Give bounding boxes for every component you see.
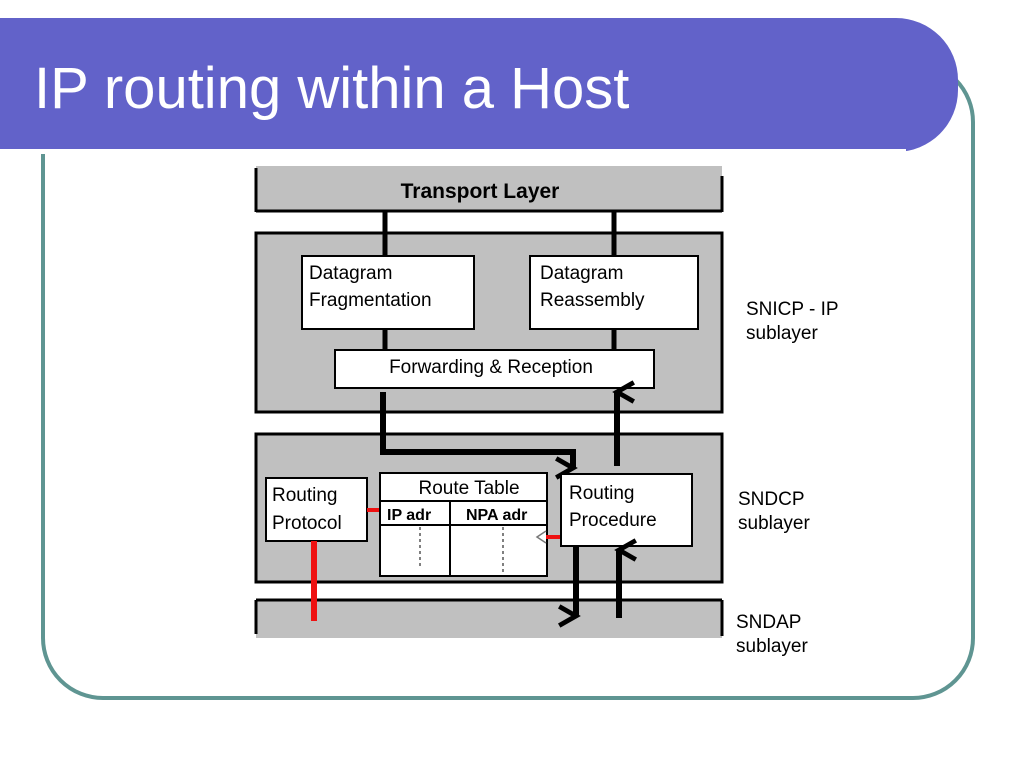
route-table-column-ip-adr: IP adr <box>387 507 431 524</box>
table-procedure-link-left-head <box>535 530 547 544</box>
datagram-fragmentation-label-line1: Datagram <box>309 263 392 284</box>
datagram-reassembly-label-line1: Datagram <box>540 263 623 284</box>
datagram-fragmentation-label-line2: Fragmentation <box>309 290 432 311</box>
title-underline <box>0 149 906 154</box>
transport-layer: Transport Layer <box>254 166 724 213</box>
sndap-sublayer-label-line2: sublayer <box>736 636 808 657</box>
forwarding-reception-label: Forwarding & Reception <box>389 357 593 378</box>
forwarding-reception-box <box>334 349 655 389</box>
transport-layer-label: Transport Layer <box>401 180 560 203</box>
sndap-layer <box>254 598 724 638</box>
transport-layer-band <box>256 166 722 212</box>
routing-procedure-label-line1: Routing <box>569 483 635 504</box>
datagram-reassembly-label-line2: Reassembly <box>540 290 645 311</box>
routing-procedure-box <box>560 473 693 547</box>
datagram-fragmentation-box <box>301 255 475 330</box>
routing-protocol-box <box>265 477 368 542</box>
sndcp-sublayer-label-line1: SNDCP <box>738 489 805 510</box>
routing-protocol-label-line1: Routing <box>272 485 338 506</box>
route-table-title: Route Table <box>418 478 519 499</box>
snicp-sublayer-label-line1: SNICP - IP <box>746 299 839 320</box>
routing-procedure-label-line2: Procedure <box>569 510 657 531</box>
sndap-layer-band <box>256 600 722 638</box>
datagram-reassembly-box <box>529 255 699 330</box>
snicp-sublayer-label: SNICP - IP sublayer <box>746 298 839 346</box>
title-bar: IP routing within a Host <box>0 18 958 154</box>
sndap-sublayer-label-line1: SNDAP <box>736 612 802 633</box>
sndcp-sublayer-label-line2: sublayer <box>738 513 810 534</box>
forwarding-to-routing-arrow <box>380 392 578 480</box>
snicp-sublayer-label-line2: sublayer <box>746 323 818 344</box>
route-table: Route Table IP adr NPA adr <box>379 472 548 577</box>
sndap-sublayer-label: SNDAP sublayer <box>736 611 808 659</box>
routing-protocol-label-line2: Protocol <box>272 513 342 534</box>
route-table-column-npa-adr: NPA adr <box>466 507 527 524</box>
slide-title: IP routing within a Host <box>34 56 630 121</box>
sndcp-sublayer-label: SNDCP sublayer <box>738 488 810 536</box>
